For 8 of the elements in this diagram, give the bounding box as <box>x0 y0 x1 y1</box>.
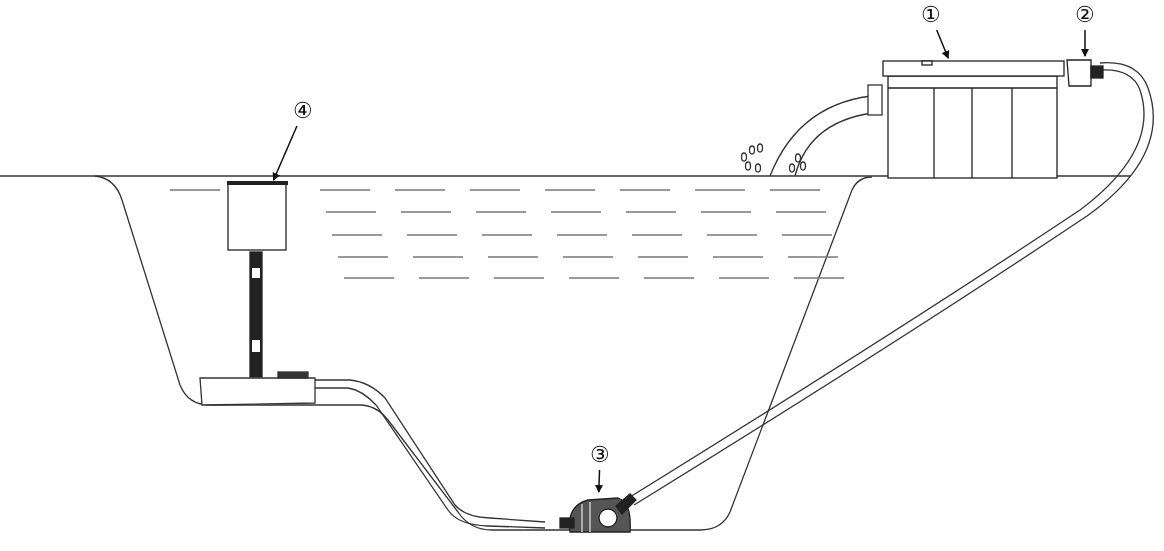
callout-number: ① <box>920 2 942 28</box>
callout-number: ③ <box>589 442 611 468</box>
leader-arrow <box>272 125 298 181</box>
leader-arrow <box>1081 29 1089 57</box>
callout-number: ② <box>1074 2 1096 28</box>
leader-arrow <box>935 29 950 59</box>
leader-arrow <box>595 469 603 493</box>
callout-number: ④ <box>292 98 314 124</box>
